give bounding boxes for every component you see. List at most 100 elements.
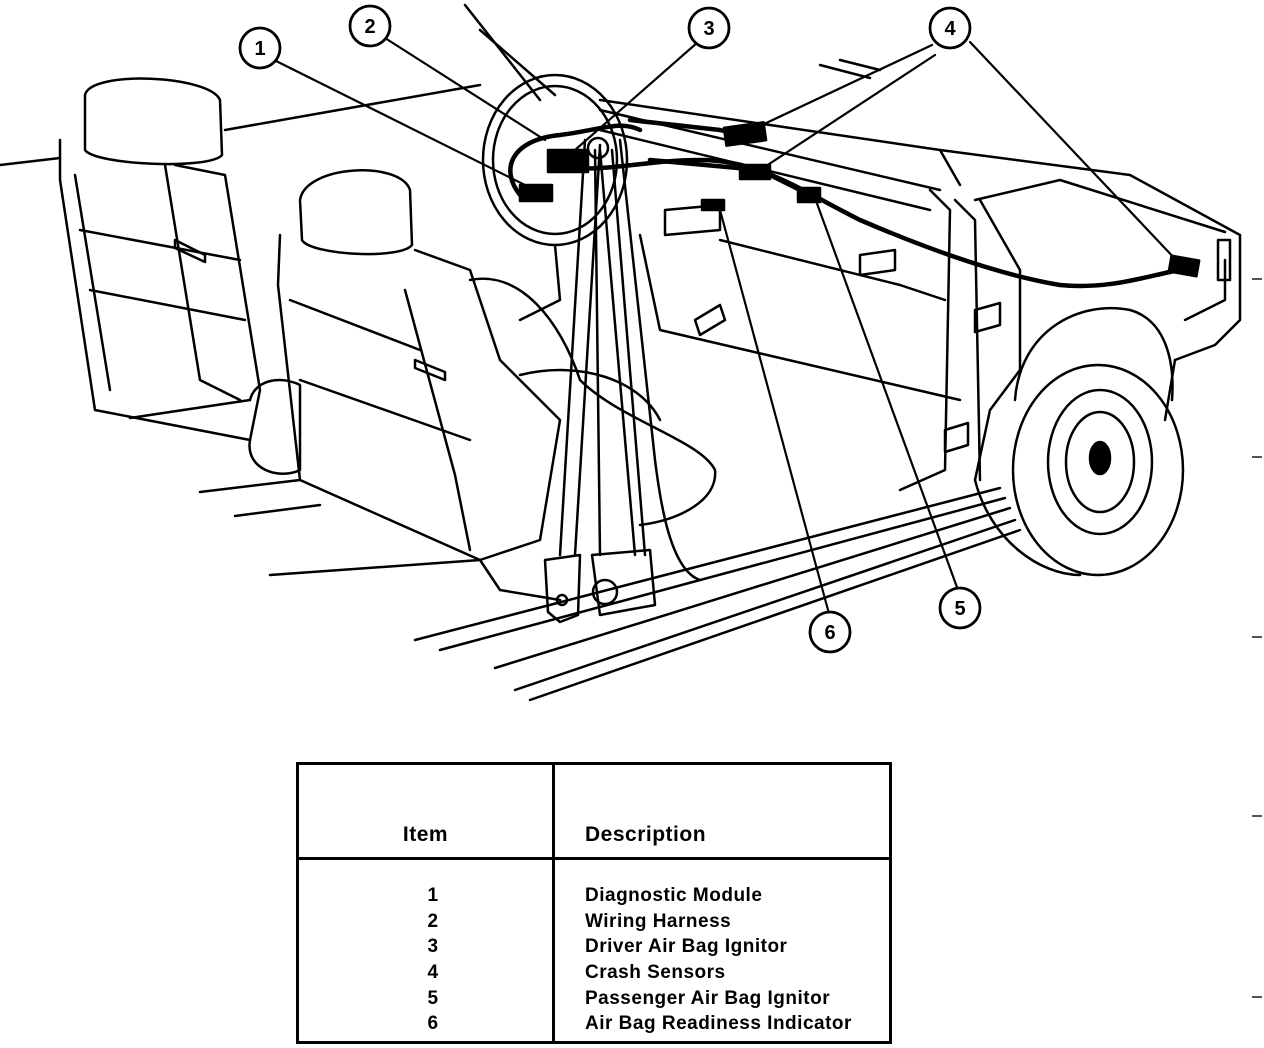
seat-belt-strap (618, 138, 702, 582)
column-divider (552, 765, 555, 1041)
floor-line (198, 478, 302, 494)
a-pillar (478, 28, 557, 97)
glovebox-lower (858, 248, 897, 277)
callout-6: 6 (808, 610, 852, 654)
callout-label-2: 2 (364, 16, 375, 38)
callout-label-3: 3 (703, 18, 714, 40)
wheel-arch (1013, 306, 1174, 402)
callout-4: 4 (928, 6, 972, 50)
seat-belt (543, 136, 702, 624)
airbag-system-diagram: 1 2 3 4 5 6 (0, 3, 1242, 702)
rear-headrest (83, 77, 224, 166)
legend-row: 2 Wiring Harness (299, 911, 889, 937)
rear-body-line (223, 83, 482, 132)
headlight (1216, 238, 1232, 282)
legend-item-number: 5 (427, 987, 439, 1009)
buckle-hole (555, 593, 569, 607)
legend-item-description: Driver Air Bag Ignitor (585, 936, 788, 958)
rear-seatback-inner (78, 228, 242, 262)
callout-label-1: 1 (254, 38, 265, 60)
components (518, 121, 1201, 278)
header-divider (299, 857, 889, 860)
floor-line (233, 503, 322, 518)
legend-item-number: 1 (427, 885, 439, 906)
leader-line-6 (718, 208, 830, 612)
rear-seatback-inner (73, 173, 112, 392)
callouts: 1 2 3 4 5 6 (238, 4, 982, 654)
seat-belt-strap (610, 148, 647, 557)
hood (938, 148, 1242, 237)
front-tire (1011, 363, 1185, 577)
header-description: Description (585, 823, 707, 846)
front-bumper (1183, 258, 1227, 322)
edge-tick (1252, 278, 1262, 280)
legend-item-description: Air Bag Readiness Indicator (585, 1013, 852, 1035)
edge-tick (1252, 636, 1262, 638)
front-seat-bolster (403, 288, 472, 552)
leader-line-2 (383, 36, 547, 142)
legend-item-description: Diagnostic Module (585, 885, 763, 906)
door-sill (493, 506, 1012, 670)
callout-3: 3 (687, 6, 731, 50)
seat-belt-strap (558, 138, 587, 557)
side-marker (973, 301, 1002, 334)
header-item: Item (402, 823, 449, 846)
diagnostic-module (518, 183, 554, 203)
side-marker (943, 421, 970, 454)
belt-retractor (590, 548, 657, 617)
legend-item-number: 2 (427, 910, 439, 932)
edge-tick (1252, 996, 1262, 998)
harness-wire (508, 123, 643, 198)
wheel-lower-body (973, 478, 1082, 577)
legend-rows: 1 Diagnostic Module 2 Wiring Harness 3 D… (299, 885, 889, 1039)
rear-seat-cushion (248, 378, 302, 475)
legend-item-number: 3 (427, 936, 439, 958)
leader-line-5 (813, 196, 960, 592)
rear-seat (58, 77, 302, 475)
crash-sensor (1167, 254, 1201, 278)
leader-line-3 (573, 40, 700, 152)
front-seat-handle (413, 358, 447, 382)
callout-label-6: 6 (824, 622, 835, 644)
harness-wire (547, 157, 1183, 289)
edge-tick (1252, 815, 1262, 817)
retractor-knob (591, 578, 619, 606)
front-seat-cushion (518, 368, 662, 422)
door-frame (953, 198, 982, 482)
leader-line-4b (758, 53, 937, 172)
door-sill (513, 518, 1017, 692)
door-frame (898, 188, 952, 492)
kick-panel (718, 238, 947, 302)
rear-seat-bolster (163, 163, 242, 402)
door-sill (413, 486, 1002, 642)
legend-table: Item Description 1 Diagnostic Module 2 W… (296, 762, 892, 1044)
rear-seatback-inner (88, 288, 247, 322)
callout-2: 2 (348, 4, 392, 48)
door-sill (528, 528, 1022, 702)
steering-column (518, 243, 562, 322)
front-seatback-inner (288, 298, 422, 352)
front-seat-base (478, 558, 562, 602)
front-seatback-inner (298, 378, 472, 442)
legend-row: 4 Crash Sensors (299, 962, 889, 988)
legend-item-number: 6 (427, 1013, 439, 1035)
front-headrest (298, 169, 414, 256)
floor-pedal (693, 303, 727, 337)
edge-tick (1252, 456, 1262, 458)
kick-panel (638, 233, 962, 402)
front-fender (973, 198, 1022, 482)
readiness-indicator (700, 198, 726, 212)
leader-line-4a (743, 43, 934, 135)
legend-item-description: Passenger Air Bag Ignitor (585, 987, 831, 1009)
rear-seat-handle (173, 238, 207, 264)
belt-anchor (586, 136, 610, 160)
floor-line (268, 558, 482, 577)
front-bumper (1173, 233, 1242, 362)
callout-label-5: 5 (954, 598, 965, 620)
rear-body-line (0, 156, 62, 167)
belt-buckle (543, 553, 582, 624)
floor-line (128, 398, 252, 420)
harness-wire (647, 157, 803, 193)
leader-line-4c (968, 40, 1180, 264)
legend-row: 6 Air Bag Readiness Indicator (299, 1013, 889, 1039)
